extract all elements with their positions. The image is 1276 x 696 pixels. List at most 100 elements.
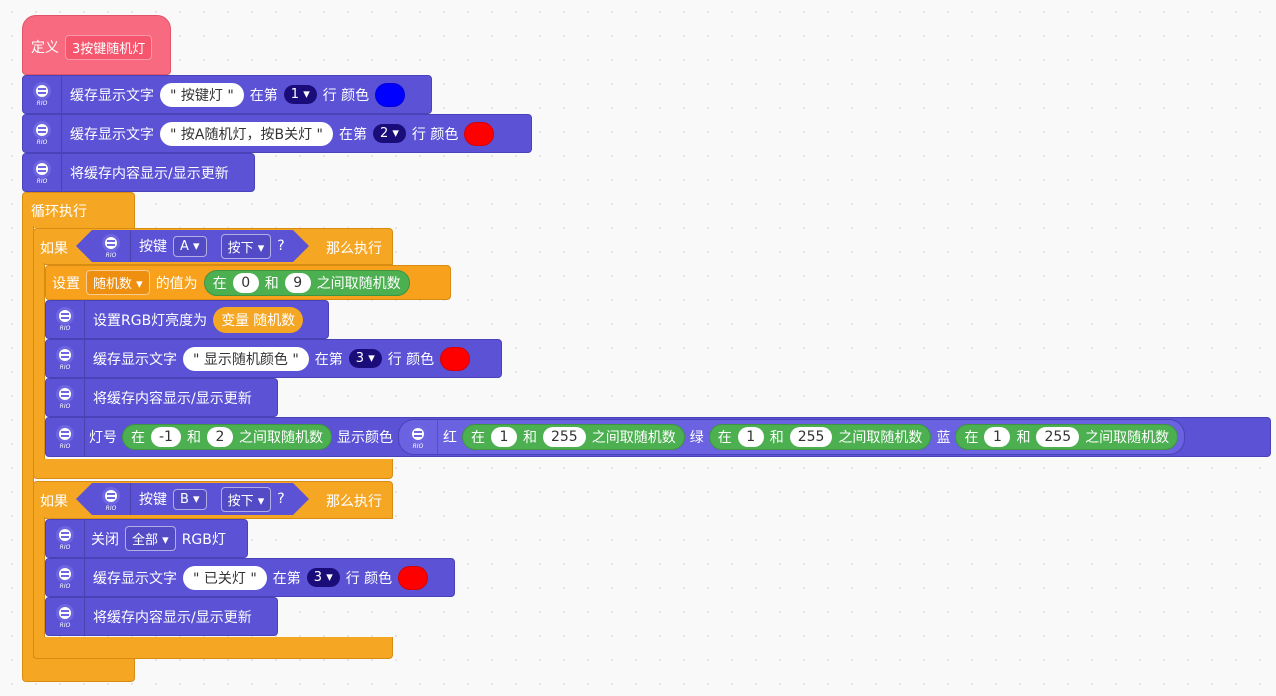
row-color-label: 行 颜色 <box>387 351 435 368</box>
rgb-brightness-block[interactable]: RIO 设置RGB灯亮度为 变量 随机数 <box>45 300 329 339</box>
define-label: 定义 <box>31 40 59 56</box>
press-dropdown[interactable]: 按下 ▾ <box>220 233 272 259</box>
lamp-random-range[interactable]: 在 -1 和 2 之间取随机数 <box>122 424 332 450</box>
key-label: 按键 <box>139 239 167 255</box>
line-dropdown[interactable]: 1 ▾ <box>283 85 317 104</box>
off-label: 关闭 <box>91 531 119 548</box>
block-label: 将缓存内容显示/显示更新 <box>93 609 252 626</box>
lamp-label: 灯号 <box>89 430 117 446</box>
cache-display-text-block-2[interactable]: RIO 缓存显示文字 " 按A随机灯，按B关灯 " 在第 2 ▾ 行 颜色 <box>22 114 532 153</box>
key-dropdown[interactable]: A ▾ <box>173 235 207 257</box>
color-picker[interactable] <box>464 121 495 146</box>
rio-icon: RIO <box>46 379 85 416</box>
loop-label: 循环执行 <box>31 204 87 220</box>
color-picker[interactable] <box>375 82 406 107</box>
and-label: 和 <box>264 275 279 292</box>
line-dropdown[interactable]: 3 ▾ <box>306 568 340 587</box>
color-picker[interactable] <box>398 565 429 590</box>
text-input[interactable]: " 按A随机灯，按B关灯 " <box>160 121 333 146</box>
block-label: 将缓存内容显示/显示更新 <box>93 390 252 407</box>
lamp-min-input[interactable]: -1 <box>151 427 181 447</box>
rgb-color-reporter[interactable]: RIO 红 在 1 和 255 之间取随机数 绿 在 1 和 255 之间取随机… <box>397 419 1186 455</box>
green-label: 绿 <box>689 430 704 446</box>
line-dropdown[interactable]: 3 ▾ <box>348 349 382 368</box>
value-of-label: 的值为 <box>155 275 198 292</box>
rio-icon: RIO <box>46 340 85 377</box>
block-label: 将缓存内容显示/显示更新 <box>70 165 229 182</box>
text-input[interactable]: " 已关灯 " <box>183 565 267 590</box>
min-input[interactable]: 0 <box>232 272 259 293</box>
cache-display-text-block-1[interactable]: RIO 缓存显示文字 " 按键灯 " 在第 1 ▾ 行 颜色 <box>22 75 432 114</box>
red-max-input[interactable]: 255 <box>542 427 586 447</box>
line-label: 在第 <box>338 126 367 143</box>
row-color-label: 行 颜色 <box>411 126 459 143</box>
max-input[interactable]: 9 <box>284 272 311 293</box>
block-label: 缓存显示文字 <box>93 570 177 587</box>
red-label: 红 <box>442 430 457 446</box>
color-picker[interactable] <box>440 346 471 371</box>
set-variable-block[interactable]: 设置 随机数 ▾ 的值为 在 0 和 9 之间取随机数 <box>45 265 451 300</box>
rio-icon: RIO <box>46 520 85 557</box>
between-label: 之间取随机数 <box>316 275 401 292</box>
which-light-dropdown[interactable]: 全部 ▾ <box>125 526 176 551</box>
lamp-color-block[interactable]: RIO 灯号 在 -1 和 2 之间取随机数 显示颜色 RIO 红 在 1 和 … <box>45 417 1271 457</box>
block-label: 缓存显示文字 <box>70 126 154 143</box>
show-cache-block-3[interactable]: RIO 将缓存内容显示/显示更新 <box>45 597 278 636</box>
key-dropdown[interactable]: B ▾ <box>173 488 207 510</box>
rio-icon: RIO <box>23 115 62 152</box>
if-block-1-bottom <box>33 459 393 479</box>
rio-icon: RIO <box>92 230 131 262</box>
cache-display-text-block-4[interactable]: RIO 缓存显示文字 " 已关灯 " 在第 3 ▾ 行 颜色 <box>45 558 455 597</box>
if-label: 如果 <box>40 241 68 257</box>
key-pressed-condition-1[interactable]: RIO 按键 A ▾ 按下 ▾ ? <box>76 230 309 262</box>
then-label: 那么执行 <box>326 494 382 510</box>
set-label: 设置 <box>52 275 80 292</box>
loop-bottom <box>22 658 135 682</box>
line-dropdown[interactable]: 2 ▾ <box>372 124 406 143</box>
show-cache-block-1[interactable]: RIO 将缓存内容显示/显示更新 <box>22 153 255 192</box>
in-label: 在 <box>212 275 227 292</box>
variable-reporter[interactable]: 变量 随机数 <box>213 306 304 333</box>
block-label: 缓存显示文字 <box>93 351 177 368</box>
text-input[interactable]: " 按键灯 " <box>160 82 244 107</box>
line-label: 在第 <box>272 570 301 587</box>
show-cache-block-2[interactable]: RIO 将缓存内容显示/显示更新 <box>45 378 278 417</box>
row-color-label: 行 颜色 <box>345 570 393 587</box>
define-block[interactable]: 定义 3按键随机灯 <box>22 15 171 75</box>
blue-label: 蓝 <box>936 430 951 446</box>
cache-display-text-block-3[interactable]: RIO 缓存显示文字 " 显示随机颜色 " 在第 3 ▾ 行 颜色 <box>45 339 502 378</box>
lamp-max-input[interactable]: 2 <box>206 427 233 447</box>
green-random-range[interactable]: 在 1 和 255 之间取随机数 <box>708 424 932 450</box>
red-random-range[interactable]: 在 1 和 255 之间取随机数 <box>461 424 685 450</box>
rio-icon: RIO <box>92 483 131 515</box>
if-block-1-arm <box>33 263 45 461</box>
line-label: 在第 <box>314 351 343 368</box>
block-label: 设置RGB灯亮度为 <box>93 312 208 329</box>
function-name-field[interactable]: 3按键随机灯 <box>65 34 153 60</box>
random-range-block[interactable]: 在 0 和 9 之间取随机数 <box>203 269 410 296</box>
loop-block[interactable]: 循环执行 <box>22 192 135 228</box>
rio-icon: RIO <box>46 559 85 596</box>
rio-icon: RIO <box>46 598 85 635</box>
blue-random-range[interactable]: 在 1 和 255 之间取随机数 <box>955 424 1179 450</box>
row-color-label: 行 颜色 <box>322 87 370 104</box>
text-input[interactable]: " 显示随机颜色 " <box>183 346 309 371</box>
then-label: 那么执行 <box>326 241 382 257</box>
variable-dropdown[interactable]: 随机数 ▾ <box>86 270 150 295</box>
question-mark: ? <box>277 238 285 254</box>
if-block-2-bottom <box>33 637 393 659</box>
green-max-input[interactable]: 255 <box>789 427 833 447</box>
key-label: 按键 <box>139 492 167 508</box>
red-min-input[interactable]: 1 <box>490 427 517 447</box>
green-min-input[interactable]: 1 <box>737 427 764 447</box>
rgb-label: RGB灯 <box>181 531 226 548</box>
question-mark: ? <box>277 491 285 507</box>
press-dropdown[interactable]: 按下 ▾ <box>220 486 272 512</box>
blue-max-input[interactable]: 255 <box>1036 427 1080 447</box>
blue-min-input[interactable]: 1 <box>984 427 1011 447</box>
rio-icon: RIO <box>23 76 62 113</box>
rio-icon: RIO <box>46 418 85 456</box>
key-pressed-condition-2[interactable]: RIO 按键 B ▾ 按下 ▾ ? <box>76 483 309 515</box>
show-color-label: 显示颜色 <box>336 430 393 446</box>
turn-off-rgb-block[interactable]: RIO 关闭 全部 ▾ RGB灯 <box>45 519 248 558</box>
